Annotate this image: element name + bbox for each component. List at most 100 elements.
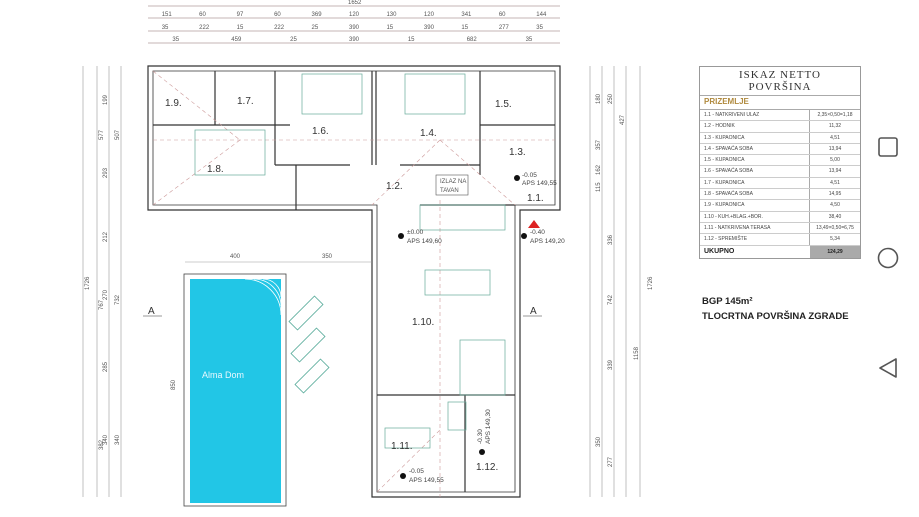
left-dimensions (82, 66, 122, 497)
home-button[interactable] (877, 247, 899, 269)
room-name: 1.3 - KUPAONICA (700, 132, 810, 143)
top-dim: 60 (499, 12, 506, 18)
room-label: 1.8. (207, 164, 224, 175)
right-dim: 742 (608, 294, 614, 305)
swimming-pool (190, 279, 281, 503)
room-area: 4,50 (830, 202, 840, 209)
top-dim: 97 (237, 12, 244, 18)
right-dim: 180 (596, 93, 602, 104)
room-area: 13,49×0,50=6,75 (816, 224, 854, 231)
sun-loungers (288, 295, 330, 394)
room-area: 5,00 (830, 157, 840, 164)
top-dimensions (148, 5, 560, 44)
top-dim: 35 (526, 37, 533, 43)
left-dim: 340 (115, 434, 121, 445)
top-dim: 459 (231, 37, 242, 43)
left-dim: 285 (103, 361, 109, 372)
top-dim: 15 (386, 25, 393, 31)
room-label: 1.2. (386, 181, 403, 192)
room-label: 1.3. (509, 147, 526, 158)
room-area: 4,51 (830, 134, 840, 141)
right-dim: 350 (596, 436, 602, 447)
attic-exit-label: IZLAZ NA (440, 179, 466, 185)
top-dim: 15 (237, 25, 244, 31)
top-dim: 341 (461, 12, 472, 18)
top-dim: 151 (162, 12, 173, 18)
right-dim: 277 (608, 456, 614, 467)
svg-text:-0.30: -0.30 (477, 429, 484, 444)
section-mark: A (530, 306, 537, 317)
table-title: ISKAZ NETTO (739, 69, 821, 81)
room-area: 13,94 (828, 145, 842, 152)
top-dim: 15 (461, 25, 468, 31)
roof-lines (152, 70, 555, 497)
left-dim: 293 (103, 167, 109, 178)
room-name: 1.11 - NATKRIVENA TERASA (700, 222, 810, 234)
top-dim: 60 (199, 12, 206, 18)
left-dim: 577 (99, 129, 105, 140)
room-label: 1.4. (420, 128, 437, 139)
room-label: 1.11. (391, 441, 413, 452)
pool-dim: 850 (171, 379, 177, 390)
room-name: 1.1 - NATKRIVENI ULAZ (700, 110, 810, 121)
room-name: 1.2 - HODNIK (700, 121, 810, 132)
top-dim: 60 (274, 12, 281, 18)
top-dim: 25 (312, 25, 319, 31)
room-label: 1.9. (165, 98, 182, 109)
room-area: 13,94 (828, 168, 842, 175)
top-dim: 277 (499, 25, 510, 31)
svg-text:-0.05: -0.05 (522, 172, 537, 179)
right-dim: 115 (596, 182, 602, 192)
top-dim: 35 (162, 25, 169, 31)
top-dim: 35 (536, 25, 543, 31)
building-info: BGP 145m² TLOCRTNA POVRŠINA ZGRADE (702, 294, 859, 324)
recent-apps-button[interactable] (877, 136, 899, 158)
top-dim: 25 (290, 37, 297, 43)
walls (147, 65, 561, 498)
left-dim: 212 (103, 231, 109, 242)
top-dim: 15 (408, 37, 415, 43)
table-row: 1.10 - KUH.+BLAG.+BOR.38,40 (700, 211, 860, 223)
svg-text:APS 149,55: APS 149,55 (522, 180, 557, 187)
total-value: 124,29 (810, 245, 860, 258)
top-total-dim: 1652 (348, 0, 362, 6)
right-dim: 1726 (648, 276, 654, 290)
top-dim: 222 (199, 25, 210, 31)
attic-exit-box (435, 174, 469, 196)
room-area: 2,35×0,50=1,18 (817, 112, 853, 118)
back-button[interactable] (877, 357, 899, 379)
top-dim: 390 (349, 25, 360, 31)
room-area: 5,34 (830, 236, 840, 243)
top-dim: 35 (172, 37, 179, 43)
left-dim: 767 (99, 299, 105, 310)
left-total-dim: 1726 (85, 276, 91, 290)
svg-text:-0.40: -0.40 (530, 229, 545, 236)
room-area: 4,51 (830, 179, 840, 186)
furniture (194, 73, 506, 449)
room-label: 1.6. (312, 126, 329, 137)
watermark: Alma Dom (202, 370, 244, 380)
table-row: 1.4 - SPAVAĆA SOBA 13,94 (700, 143, 860, 156)
android-nav-bar (868, 0, 919, 517)
top-dim: 390 (424, 25, 435, 31)
left-dim: 507 (115, 129, 121, 140)
room-name: 1.5 - KUPAONICA (700, 155, 810, 166)
right-dim: 250 (608, 93, 614, 104)
total-label: UKUPNO (704, 247, 735, 255)
svg-text:APS 149,60: APS 149,60 (407, 238, 442, 245)
top-dim: 682 (467, 37, 478, 43)
tlocrt-label: TLOCRTNA POVRŠINA ZGRADE (702, 311, 849, 322)
pool-dim: 400 (230, 254, 241, 260)
room-name: 1.4 - SPAVAĆA SOBA (700, 143, 810, 155)
svg-text:APS 149,20: APS 149,20 (530, 238, 565, 245)
